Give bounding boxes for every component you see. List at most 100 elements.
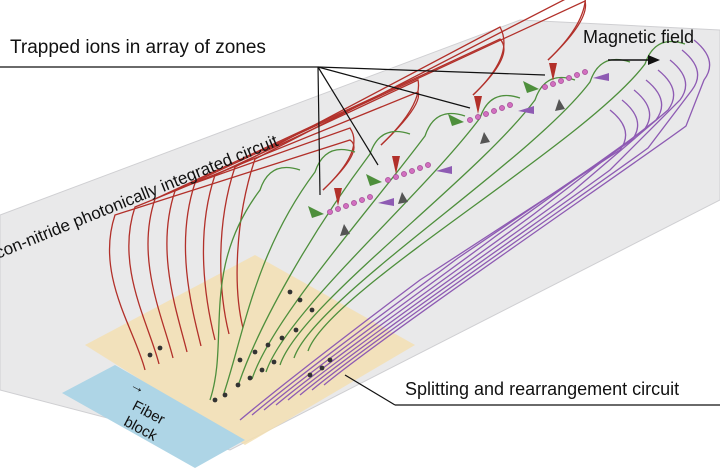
ion-zone [448,96,534,144]
ion [367,194,373,200]
ion [425,162,431,168]
splitter-junction [212,397,218,403]
ion [401,171,407,177]
ion [467,117,473,123]
red-waveguide [166,0,587,353]
ion [542,84,548,90]
green-beam-cone [448,114,464,126]
ion [351,200,357,206]
red-waveguides [108,0,587,371]
splitting-callout-line [344,374,720,406]
green-beam-cone [523,81,539,93]
green-waveguide [265,94,521,373]
green-waveguide [237,130,411,387]
green-waveguide [279,76,576,366]
green-waveguide [307,40,686,352]
ion [507,102,513,108]
ion [499,105,505,111]
splitter-junction [147,352,153,358]
ion [475,114,481,120]
trapped-ions-label: Trapped ions in array of zones [10,37,266,58]
splitter-junction [271,359,277,365]
splitter-junction [327,357,333,363]
red-beam-cone [474,96,482,114]
splitter-junction [293,327,299,333]
splitter-junction [287,289,293,295]
red-waveguide [184,127,355,347]
trapped-ions-callout-lines [0,66,546,196]
ion [582,69,588,75]
violet-waveguides [239,39,711,421]
violet-waveguide [311,49,699,391]
red-waveguide [202,79,420,341]
ion [393,174,399,180]
splitter-junction [252,349,258,355]
ion [483,111,489,117]
magnetic-field-label: Magnetic field [583,27,694,47]
violet-beam-cone [518,106,534,114]
green-waveguide [251,112,466,380]
ion [558,78,564,84]
green-waveguides [209,40,686,401]
dark-beam-cone [555,99,565,111]
ion [343,203,349,209]
dark-beam-cone [340,224,350,236]
splitter-junctions [147,289,333,403]
green-waveguide [293,58,631,359]
green-beam-cone [308,206,324,218]
splitter-junction [259,367,265,373]
violet-beam-cone [436,166,452,174]
red-waveguide [108,139,355,371]
violet-waveguide [251,99,639,416]
ion-zone [366,156,452,204]
violet-beam-cone [593,73,609,81]
fiber-arrow-glyph: → [127,376,148,398]
red-waveguide [220,26,505,335]
ion [359,197,365,203]
dark-beam-cone [480,132,490,144]
red-waveguide [128,91,420,365]
ion [409,168,415,174]
dark-beam-cone [398,192,408,204]
red-beam-cone [392,156,400,174]
ion [491,108,497,114]
violet-waveguide [323,39,711,386]
violet-beam-cone [378,198,394,206]
ion [327,209,333,215]
violet-waveguide [299,59,687,396]
green-waveguide [209,166,301,401]
red-waveguide [236,0,586,329]
ion-trap-zones [308,63,609,236]
green-waveguide [223,148,356,394]
red-beam-cone [549,63,557,81]
splitter-junction [297,297,303,303]
splitter-junction [247,375,253,381]
fiber-block [62,365,245,468]
green-beam-cone [366,174,382,186]
violet-waveguide [287,69,675,401]
violet-waveguide [263,89,651,411]
violet-waveguide [239,109,627,421]
ion [566,75,572,81]
red-beam-cone [334,188,342,206]
ion [417,165,423,171]
splitter-junction [279,335,285,341]
splitter-junction [235,382,241,388]
splitter-junction [265,342,271,348]
splitter-junction [157,345,163,351]
splitter-junction [237,357,243,363]
red-waveguide [147,38,505,359]
ion-zone [523,63,609,111]
splitter-junction [222,392,228,398]
splitter-junction [307,372,313,378]
ion [385,177,391,183]
ion [550,81,556,87]
splitter-region [85,255,415,445]
ion [574,72,580,78]
splitting-circuit-label: Splitting and rearrangement circuit [405,379,679,399]
splitter-junction [309,307,315,313]
ion [335,206,341,212]
ion-zone [308,188,394,236]
